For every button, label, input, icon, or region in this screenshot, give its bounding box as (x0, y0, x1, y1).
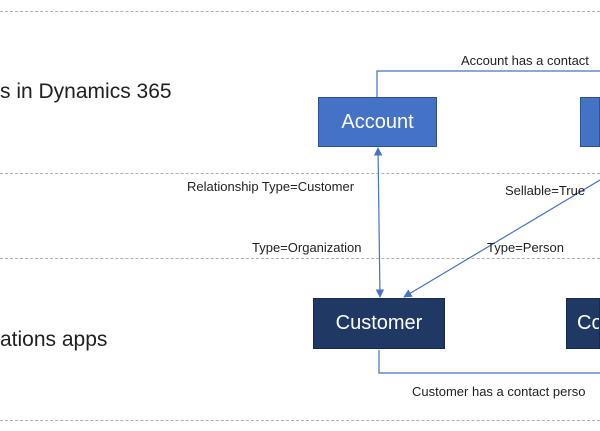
product-customer-arrow (403, 179, 600, 298)
contact-entity-label: Co (577, 312, 599, 334)
contact-entity-box-partial[interactable]: Co (566, 298, 600, 349)
customer-entity-label: Customer (335, 312, 423, 334)
sellable-label: Sellable=True (505, 183, 586, 198)
account-contact-label: Account has a contact (461, 53, 589, 68)
separator-upper-middle (0, 173, 600, 174)
customer-contact-label: Customer has a contact perso (412, 384, 586, 399)
separator-bottom (0, 420, 600, 421)
band-label-bottom: ations apps (0, 328, 108, 351)
type-person-label: Type=Person (487, 240, 564, 255)
type-organization-label: Type=Organization (252, 240, 362, 255)
account-entity-box[interactable]: Account (318, 97, 437, 147)
band-label-top: s in Dynamics 365 (0, 80, 172, 103)
customer-contact-connector (378, 350, 600, 374)
relationship-type-label: Relationship Type=Customer (187, 179, 355, 194)
right-entity-box-partial[interactable] (580, 97, 600, 147)
account-entity-label: Account (341, 110, 414, 133)
account-contact-connector (376, 70, 600, 97)
separator-top (0, 11, 600, 12)
customer-entity-box[interactable]: Customer (313, 298, 445, 349)
separator-lower-middle (0, 258, 600, 259)
account-customer-arrow (373, 147, 385, 298)
